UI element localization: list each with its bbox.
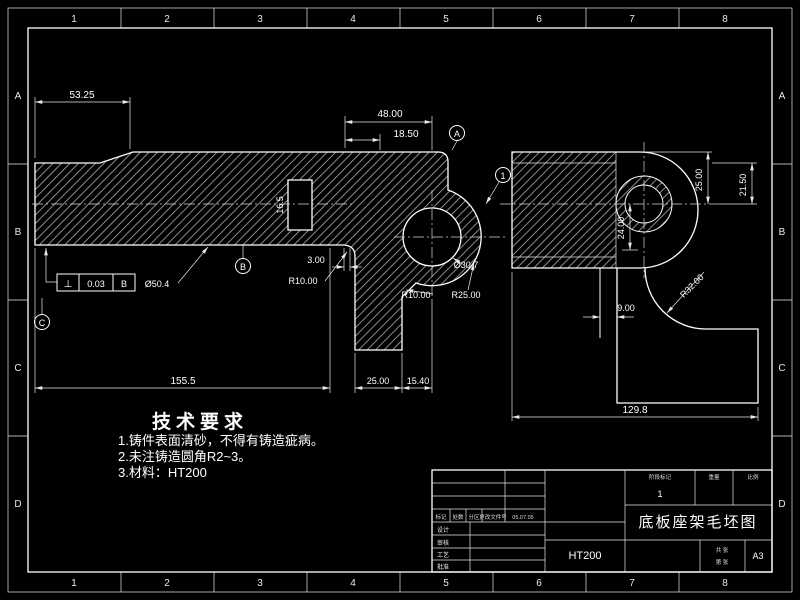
left-view: 53.25 48.00 18.50 16.5 3.00 R10.00 R10.0… (32, 90, 511, 393)
zone-label: 4 (350, 14, 356, 25)
role-design: 设计 (437, 526, 449, 534)
zone-label: 4 (350, 578, 356, 589)
dim-label: 25.00 (694, 169, 704, 192)
flange-outline (616, 267, 759, 404)
dim-label: 21.50 (738, 174, 748, 197)
zone-label: 1 (71, 14, 77, 25)
zone-label: D (14, 499, 21, 510)
dim-label: R10.00 (401, 290, 430, 300)
rev-header-mark: 标记 (435, 513, 447, 521)
rev-header-doc: 更改文件号 (479, 513, 507, 521)
right-view-outline (511, 151, 699, 269)
paper-size: A3 (752, 551, 763, 561)
fcf-symbol: ⊥ (64, 279, 73, 290)
fcf-tolerance: 0.03 (87, 279, 105, 289)
zone-label: B (779, 227, 786, 238)
zone-label: C (14, 363, 21, 374)
dim-label: 9.00 (617, 303, 635, 313)
zone-label: 8 (722, 578, 728, 589)
zone-label: 7 (629, 578, 635, 589)
dim-label: 155.5 (170, 376, 195, 387)
zone-label: 8 (722, 14, 728, 25)
dim-label: 16.5 (275, 196, 285, 214)
zone-label: 3 (257, 578, 263, 589)
datum-symbols: A B C 1 (34, 125, 511, 330)
drawing-title: 底板座架毛坯图 (638, 513, 757, 531)
tech-notes: 技术要求 1.铸件表面清砂，不得有铸造疵病。 2.未注铸造圆角R2~3。 3.材… (118, 410, 324, 480)
zone-label: B (15, 227, 22, 238)
datum-c-label: C (39, 318, 46, 328)
dim-label: R25.00 (451, 290, 480, 300)
zone-label: 7 (629, 14, 635, 25)
left-view-outline (34, 151, 482, 351)
title-block: 标记 处数 分区 更改文件号 05.07.05 设计 审核 工艺 批准 阶段标记… (431, 469, 773, 573)
feature-control-frame: ⊥ 0.03 B (44, 248, 136, 292)
sheets-total: 共 张 (716, 546, 729, 554)
rev-header-count: 处数 (452, 513, 464, 521)
material-value: HT200 (568, 550, 601, 562)
rev-header-zone: 分区 (468, 513, 480, 521)
meta-scale: 比例 (747, 473, 759, 481)
role-process: 工艺 (437, 551, 449, 559)
dim-label: R10.00 (288, 276, 317, 286)
tech-note-line: 3.材料：HT200 (118, 465, 207, 480)
meta-weight: 重量 (708, 473, 720, 481)
dim-label: 18.50 (393, 129, 418, 140)
zone-label: 2 (164, 578, 170, 589)
left-view-centerlines (32, 190, 508, 300)
tech-notes-title: 技术要求 (152, 410, 248, 433)
balloon-1-label: 1 (500, 171, 505, 181)
zone-label: A (15, 91, 22, 102)
dim-label: 15.40 (407, 376, 430, 386)
meta-stage: 阶段标记 (649, 473, 672, 481)
datum-a-label: A (454, 129, 460, 139)
zone-label: D (778, 499, 785, 510)
zone-label: A (779, 91, 786, 102)
zone-label: 2 (164, 14, 170, 25)
zone-label: 3 (257, 14, 263, 25)
zone-label: 5 (443, 578, 449, 589)
title-block-grid (432, 470, 772, 572)
zone-label: 1 (71, 578, 77, 589)
role-check: 审核 (437, 539, 449, 547)
datum-b-label: B (240, 262, 246, 272)
title-block-border (431, 469, 773, 573)
dim-label: 48.00 (377, 109, 402, 120)
dim-label: 25.00 (367, 376, 390, 386)
zone-label: 6 (536, 14, 542, 25)
dim-label: 53.25 (69, 90, 94, 101)
fcf-datum: B (121, 279, 127, 289)
tech-note-line: 2.未注铸造圆角R2~3。 (118, 449, 251, 464)
dim-label: 3.00 (307, 255, 325, 265)
sheet-number: 第 张 (716, 558, 729, 566)
left-view-dimensions: 53.25 48.00 18.50 16.5 3.00 R10.00 R10.0… (34, 90, 481, 393)
dim-label: 24.00 (616, 217, 626, 240)
tech-note-line: 1.铸件表面清砂，不得有铸造疵病。 (118, 433, 324, 448)
title-block-date: 05.07.05 (512, 515, 533, 521)
drawing-frame: 1 2 3 4 5 6 7 8 1 2 3 4 5 6 7 8 A B C D … (7, 7, 793, 593)
role-approve: 批准 (437, 563, 449, 571)
zone-label: 5 (443, 14, 449, 25)
dim-label: Ø50.4 (145, 279, 170, 289)
dim-label: R32.00 (678, 272, 706, 300)
zone-labels: 1 2 3 4 5 6 7 8 1 2 3 4 5 6 7 8 A B C D … (14, 14, 785, 589)
zone-label: 6 (536, 578, 542, 589)
zone-ticks (8, 8, 792, 592)
right-view: 25.00 21.50 24.00 R32.00 9.00 129.8 (500, 142, 759, 421)
dim-label: Ø30.7 (454, 260, 479, 270)
right-view-hatch (512, 152, 616, 268)
dim-label: 129.8 (622, 405, 647, 416)
stage-value: 1 (657, 489, 662, 499)
zone-label: C (778, 363, 785, 374)
